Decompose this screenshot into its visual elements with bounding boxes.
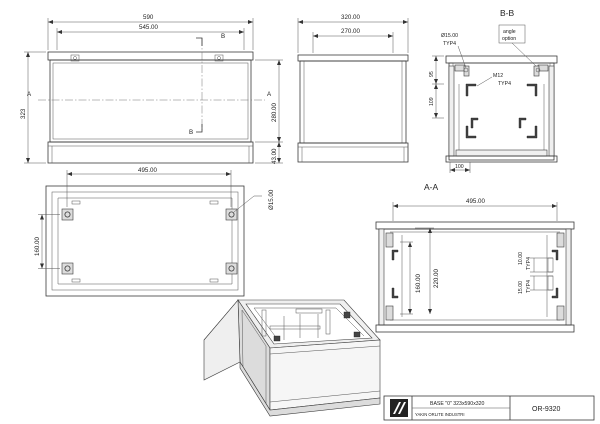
dim-length: 495.00 [138, 167, 157, 174]
dim-base-height: 43.00 [271, 148, 278, 164]
thread-label: M12 [493, 73, 503, 79]
dim-aa-15: 15.00 [518, 281, 524, 294]
side-view: 320.00 270.00 [297, 14, 409, 163]
front-view: A A B B 590 545.00 323 280.00 43.00 [20, 14, 283, 164]
section-mark-b-bottom: B [189, 129, 193, 136]
dim-aa-15-count: TYP4 [526, 280, 532, 293]
bottom-view: 495.00 160.00 Ø15.00 [34, 167, 275, 297]
dim-aa-10: 10.00 [518, 252, 524, 265]
angle-note-1: angle [503, 29, 516, 35]
title-block: BASE "0" 323x590x320 YAKIN ORLITE INDUST… [383, 395, 595, 421]
part-number: OR-9320 [532, 406, 561, 413]
dim-hole-spacing: 160.00 [34, 237, 41, 256]
dim-aa-length: 495.00 [466, 198, 485, 205]
dim-100: 100 [455, 164, 464, 170]
dim-109: 109 [429, 97, 435, 106]
dim-depth-inner: 270.00 [341, 28, 360, 35]
isometric-view [203, 298, 381, 417]
angle-note-2: option [502, 36, 516, 42]
hole-count-label-1: TYP4 [443, 41, 456, 47]
section-aa: A-A 495.00 160.00 [375, 182, 575, 333]
dim-width-inner: 545.00 [139, 24, 158, 31]
part-description: BASE "0" 323x590x320 [430, 401, 485, 407]
dim-95: 95 [429, 71, 435, 77]
dim-depth-outer: 320.00 [341, 14, 360, 21]
section-aa-title: A-A [424, 182, 439, 192]
section-mark-b-top: B [221, 33, 225, 40]
dim-height-total: 323 [20, 108, 27, 119]
company-name: YAKIN ORLITE INDUSTRI [415, 412, 464, 417]
dim-height-body: 280.00 [271, 103, 278, 122]
dim-aa-10-count: TYP4 [526, 257, 532, 270]
section-bb: B-B Ø15.00 TYP4 angle option [429, 8, 558, 173]
hole-dia: Ø15.00 [268, 189, 275, 210]
section-bb-title: B-B [500, 8, 515, 18]
section-mark-a-left: A [27, 91, 32, 98]
dim-aa-160: 160.00 [415, 274, 422, 293]
dim-aa-220: 220.00 [433, 269, 440, 288]
company-logo-icon [390, 399, 408, 417]
hole-count-label-2: TYP4 [498, 81, 511, 87]
section-mark-a-right: A [267, 91, 272, 98]
dim-width-outer: 590 [143, 14, 154, 21]
hole-dia-label: Ø15.00 [441, 33, 458, 39]
